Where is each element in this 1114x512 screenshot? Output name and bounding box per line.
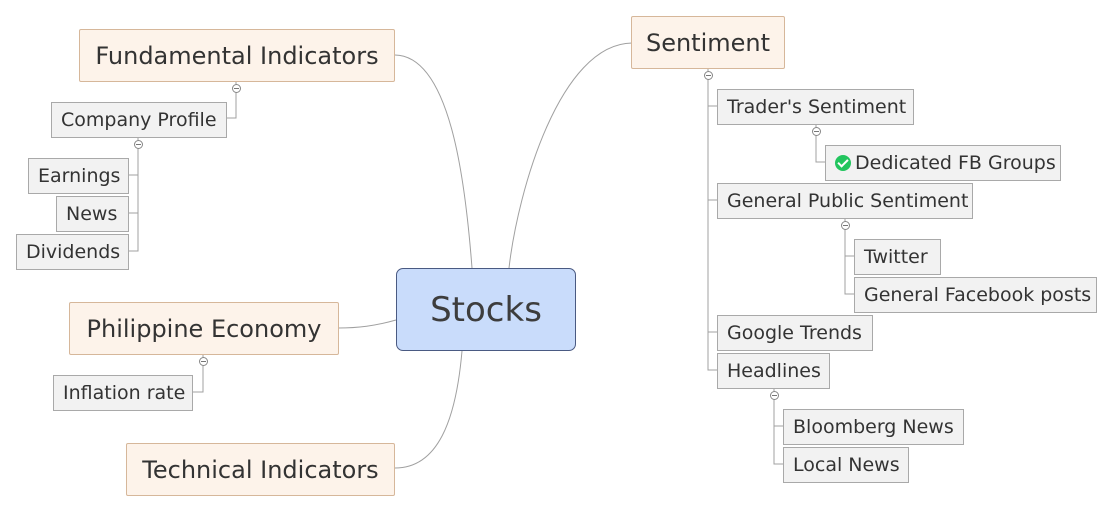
subtopic-google-trends[interactable]: Google Trends bbox=[717, 315, 873, 351]
collapse-icon[interactable] bbox=[232, 84, 241, 93]
collapse-icon[interactable] bbox=[199, 357, 208, 366]
collapse-icon[interactable] bbox=[770, 391, 779, 400]
subtopic-twitter[interactable]: Twitter bbox=[854, 239, 941, 275]
subtopic-label: Dedicated FB Groups bbox=[855, 152, 1056, 174]
subtopic-label: Earnings bbox=[38, 165, 121, 187]
subtopic-label: Headlines bbox=[727, 360, 821, 382]
topic-label: Fundamental Indicators bbox=[95, 41, 379, 70]
collapse-icon[interactable] bbox=[704, 71, 713, 80]
topic-label: Technical Indicators bbox=[142, 455, 379, 484]
subtopic-dividends[interactable]: Dividends bbox=[16, 234, 129, 270]
topic-technical-indicators[interactable]: Technical Indicators bbox=[126, 443, 395, 496]
subtopic-label: General Facebook posts bbox=[864, 284, 1092, 306]
subtopic-bloomberg-news[interactable]: Bloomberg News bbox=[783, 409, 964, 445]
subtopic-label: Dividends bbox=[26, 241, 121, 263]
subtopic-dedicated-fb-groups[interactable]: Dedicated FB Groups bbox=[825, 145, 1061, 181]
subtopic-label: Trader's Sentiment bbox=[727, 96, 907, 118]
topic-philippine-economy[interactable]: Philippine Economy bbox=[69, 302, 339, 355]
check-icon bbox=[835, 155, 851, 171]
central-topic-label: Stocks bbox=[430, 289, 542, 330]
subtopic-label: Company Profile bbox=[61, 109, 217, 131]
subtopic-company-profile[interactable]: Company Profile bbox=[51, 102, 227, 138]
central-topic[interactable]: Stocks bbox=[396, 268, 576, 351]
topic-fundamental-indicators[interactable]: Fundamental Indicators bbox=[79, 29, 395, 82]
subtopic-label: Bloomberg News bbox=[793, 416, 954, 438]
collapse-icon[interactable] bbox=[812, 127, 821, 136]
subtopic-label: Twitter bbox=[864, 246, 928, 268]
subtopic-news[interactable]: News bbox=[56, 196, 129, 232]
subtopic-inflation-rate[interactable]: Inflation rate bbox=[53, 375, 193, 411]
subtopic-traders-sentiment[interactable]: Trader's Sentiment bbox=[717, 89, 914, 125]
subtopic-label: Inflation rate bbox=[63, 382, 186, 404]
subtopic-general-public-sentiment[interactable]: General Public Sentiment bbox=[717, 183, 973, 219]
collapse-icon[interactable] bbox=[841, 221, 850, 230]
subtopic-local-news[interactable]: Local News bbox=[783, 447, 909, 483]
topic-sentiment[interactable]: Sentiment bbox=[631, 16, 785, 69]
subtopic-label: News bbox=[66, 203, 118, 225]
subtopic-label: General Public Sentiment bbox=[727, 190, 969, 212]
subtopic-label: Local News bbox=[793, 454, 900, 476]
subtopic-label: Google Trends bbox=[727, 322, 862, 344]
collapse-icon[interactable] bbox=[134, 140, 143, 149]
topic-label: Philippine Economy bbox=[86, 314, 322, 343]
subtopic-general-facebook-posts[interactable]: General Facebook posts bbox=[854, 277, 1097, 313]
subtopic-earnings[interactable]: Earnings bbox=[28, 158, 129, 194]
subtopic-headlines[interactable]: Headlines bbox=[717, 353, 830, 389]
topic-label: Sentiment bbox=[645, 28, 771, 57]
